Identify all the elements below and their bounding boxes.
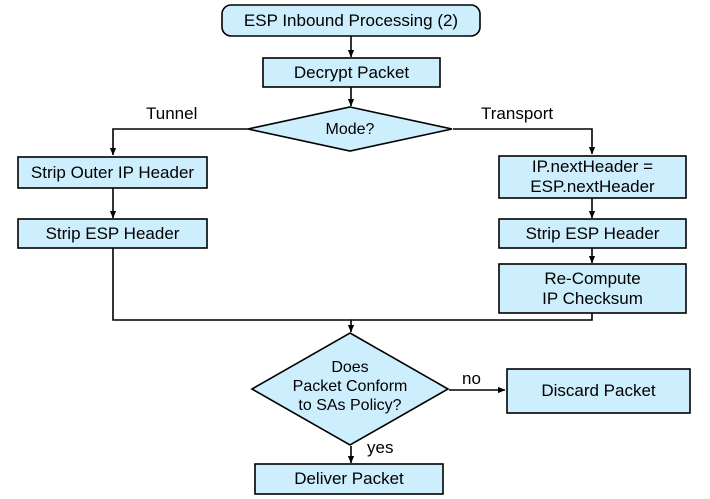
node-recompute-shape[interactable]: [498, 263, 687, 314]
edge-mode-tunnel: [109, 128, 248, 156]
edge-mode-transport: [453, 128, 596, 155]
edge-left-merge-to-conform: [112, 248, 355, 333]
edge-label-yes: yes: [367, 438, 394, 457]
edge-label-tunnel: Tunnel: [146, 104, 198, 123]
edge-recompute-to-merge: [351, 313, 593, 321]
node-conform-shape[interactable]: [250, 332, 450, 446]
edge-label-transport: Transport: [481, 104, 554, 123]
node-decrypt-shape[interactable]: [262, 57, 441, 88]
node-strip-esp-right-shape[interactable]: [498, 218, 687, 249]
edge-label-no: no: [462, 369, 481, 388]
node-start-shape[interactable]: [221, 4, 481, 37]
node-discard-shape[interactable]: [506, 368, 691, 414]
node-mode-shape[interactable]: [247, 106, 453, 152]
node-deliver-shape[interactable]: [254, 463, 444, 495]
node-strip-outer-ip-shape[interactable]: [17, 156, 208, 189]
node-strip-esp-left-shape[interactable]: [17, 218, 208, 249]
node-shape-group: [17, 4, 691, 495]
connector-group: [109, 36, 596, 464]
node-next-header-shape[interactable]: [498, 155, 687, 199]
